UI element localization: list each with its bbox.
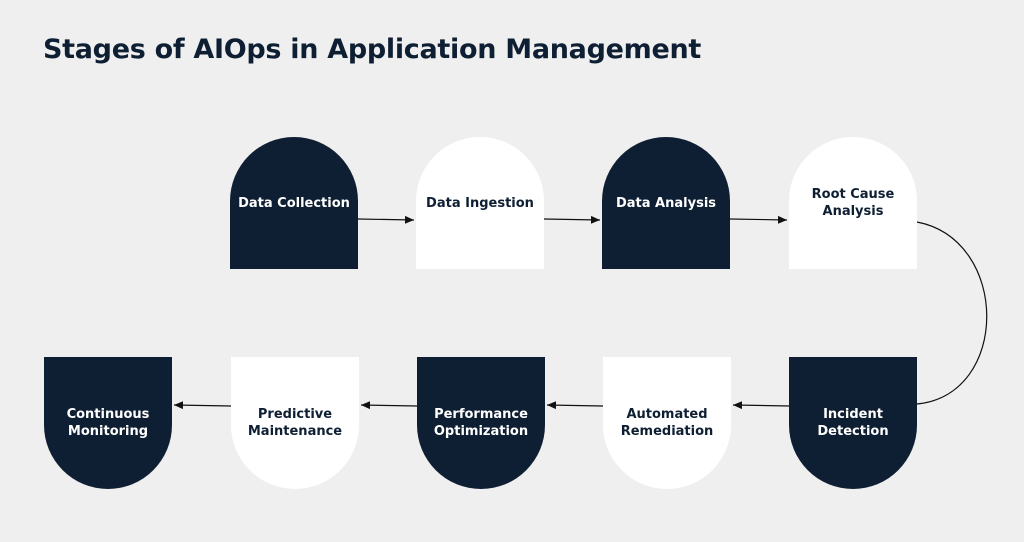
stage-data-collection: Data Collection [230, 137, 358, 269]
stage-performance-optimization: Performance Optimization [417, 357, 545, 489]
stage-label: Continuous Monitoring [66, 407, 150, 439]
arrow-incident-to-remediation [732, 401, 790, 410]
stage-root-cause-analysis: Root Cause Analysis [789, 137, 917, 269]
stage-label: Automated Remediation [620, 407, 714, 439]
arrow-collection-to-ingestion [357, 215, 415, 224]
arrow-root-cause-to-incident [916, 221, 988, 405]
stage-incident-detection: Incident Detection [789, 357, 917, 489]
diagram-title: Stages of AIOps in Application Managemen… [43, 34, 702, 65]
stage-data-analysis: Data Analysis [602, 137, 730, 269]
arrow-analysis-to-root-cause [729, 215, 788, 224]
stage-data-ingestion: Data Ingestion [416, 137, 544, 269]
stage-continuous-monitoring: Continuous Monitoring [44, 357, 172, 489]
stage-label: Incident Detection [817, 407, 889, 439]
arrow-maintenance-to-monitoring [173, 401, 232, 410]
stage-label: Data Ingestion [426, 195, 534, 211]
arrow-optimization-to-maintenance [360, 401, 418, 410]
stage-label: Performance Optimization [433, 407, 529, 439]
arrow-ingestion-to-analysis [543, 215, 601, 224]
arrow-remediation-to-optimization [546, 401, 604, 410]
stage-label: Predictive Maintenance [247, 407, 343, 439]
stage-label: Data Analysis [615, 195, 717, 211]
stage-label: Data Collection [238, 195, 350, 211]
stage-predictive-maintenance: Predictive Maintenance [231, 357, 359, 489]
stage-automated-remediation: Automated Remediation [603, 357, 731, 489]
stage-label: Root Cause Analysis [811, 187, 895, 219]
